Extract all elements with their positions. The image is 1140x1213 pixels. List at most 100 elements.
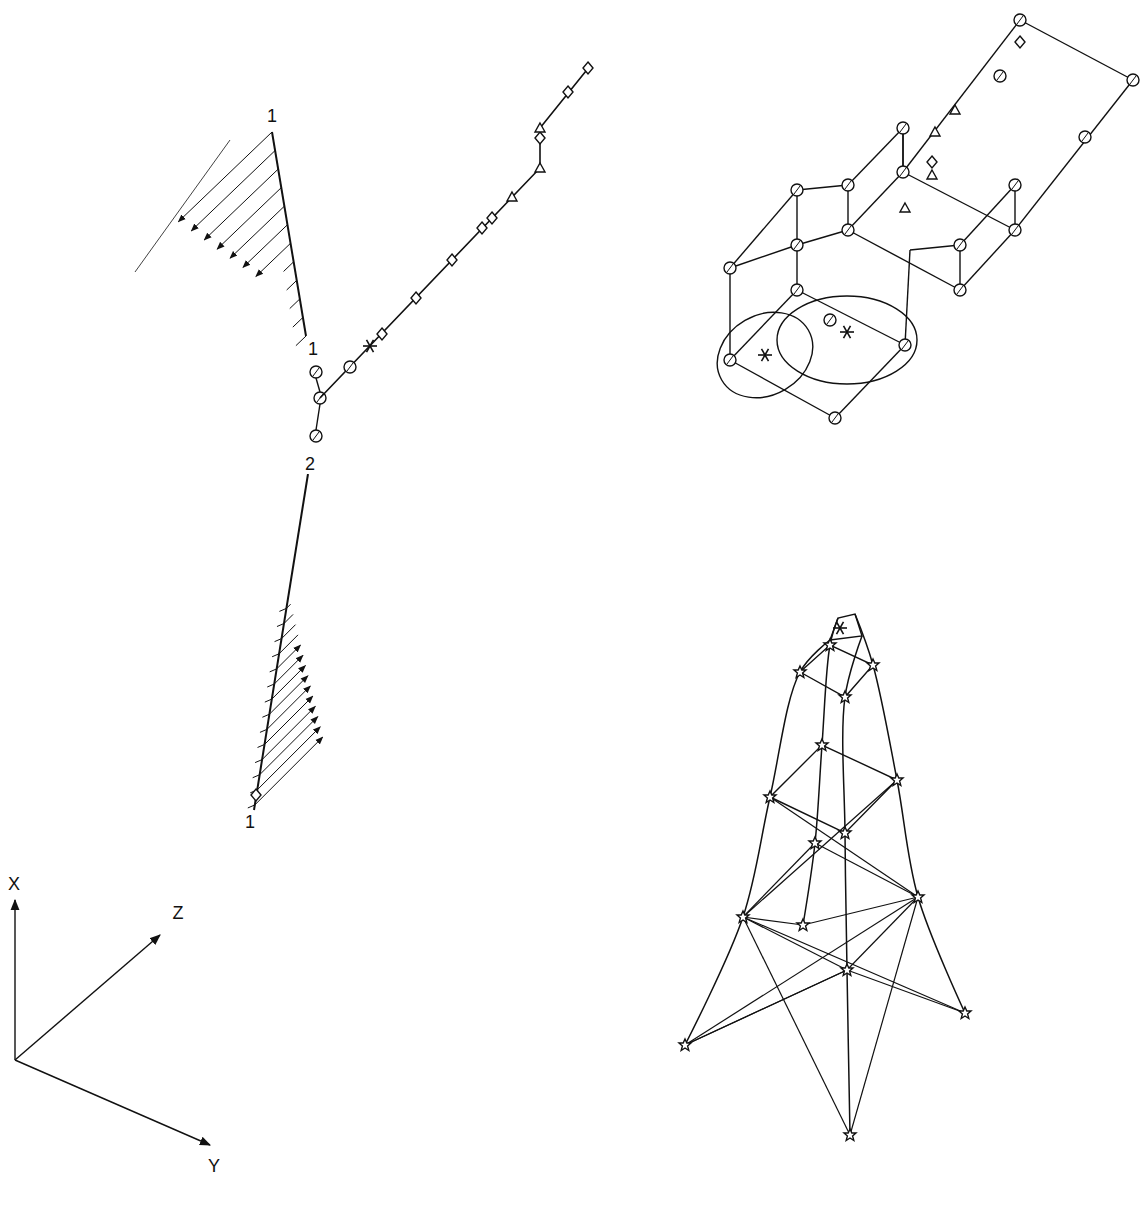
node-marker — [724, 354, 736, 366]
axis-line — [14, 900, 15, 1060]
node-marker — [959, 1007, 971, 1019]
tower-leg — [685, 640, 830, 1045]
member-line — [903, 20, 1020, 172]
node-marker — [791, 284, 803, 296]
node-marker — [411, 292, 421, 304]
frame-model — [702, 14, 1139, 424]
load-arrow — [265, 696, 313, 744]
node-marker — [251, 789, 261, 801]
node-marker — [833, 622, 847, 634]
node-marker — [954, 239, 966, 251]
node-marker — [535, 123, 545, 132]
tower-leg — [843, 636, 862, 1135]
node-marker — [764, 791, 776, 803]
node-marker — [900, 203, 910, 212]
member-line — [1020, 20, 1133, 80]
load-arrow — [286, 604, 290, 608]
node-marker — [310, 366, 322, 378]
member-line — [848, 128, 903, 185]
node-marker — [954, 284, 966, 296]
load-arrow — [269, 676, 308, 715]
member-line — [848, 230, 960, 290]
node-marker — [377, 328, 387, 340]
node-marker — [724, 262, 736, 274]
member-line — [1014, 185, 1015, 230]
member-line — [730, 290, 797, 360]
member-line — [796, 190, 797, 245]
node-marker — [1009, 224, 1021, 236]
axis-label: X — [6, 874, 22, 894]
load-arrow — [257, 727, 320, 790]
member-line — [803, 897, 918, 925]
load-arrow — [274, 655, 303, 684]
load-arrow — [243, 225, 288, 268]
member-line — [730, 245, 797, 268]
axis-label: Y — [206, 1156, 222, 1176]
member-line — [730, 360, 835, 418]
member-line — [685, 970, 847, 1045]
node-marker — [897, 122, 909, 134]
node-marker — [824, 639, 836, 651]
load-arrow — [290, 299, 300, 309]
member-line — [743, 843, 815, 917]
node-marker — [487, 212, 497, 224]
node-marker — [1014, 14, 1026, 26]
member-line — [815, 843, 918, 897]
load-arrow — [262, 706, 315, 759]
node-marker — [363, 340, 377, 352]
load-tick — [248, 805, 255, 808]
member-line — [797, 185, 848, 190]
member-line — [685, 897, 918, 1045]
node-marker — [737, 911, 749, 923]
node-marker — [447, 254, 457, 266]
load-arrow — [255, 737, 323, 805]
axis-line — [15, 935, 160, 1060]
node-marker — [679, 1039, 691, 1051]
node-marker — [994, 70, 1006, 82]
node-marker — [841, 964, 853, 976]
node-marker — [842, 224, 854, 236]
member-line — [850, 897, 918, 1135]
member-line — [1015, 80, 1133, 230]
member-line — [730, 190, 797, 268]
load-tick — [275, 639, 282, 642]
node-marker — [797, 919, 809, 931]
load-tick — [260, 729, 267, 732]
node-marker — [583, 62, 593, 74]
load-arrow — [282, 625, 296, 639]
node-marker — [535, 132, 545, 144]
tower-model — [679, 614, 971, 1141]
member-line — [770, 745, 897, 833]
member-line — [743, 780, 897, 917]
cylinder-ring — [777, 296, 917, 384]
node-marker — [930, 127, 940, 136]
load-arrow — [260, 717, 318, 775]
member-line — [960, 230, 1015, 290]
node-marker — [1009, 179, 1021, 191]
member-line — [848, 172, 903, 230]
node-marker — [758, 349, 772, 361]
node-marker — [1079, 131, 1091, 143]
node-marker — [950, 105, 960, 114]
member-line — [316, 404, 320, 430]
axis-line — [15, 1060, 210, 1145]
load-arrow — [296, 336, 306, 346]
member-line — [743, 917, 965, 1013]
member-line — [959, 245, 960, 290]
member-line — [770, 797, 918, 897]
member-line — [685, 970, 847, 1045]
tower-leg — [803, 618, 838, 925]
axis-label: Z — [171, 903, 186, 923]
load-arrow — [284, 262, 294, 272]
member-line — [729, 268, 730, 360]
load-arrow — [178, 132, 272, 222]
node-marker — [507, 192, 517, 201]
node-number: 2 — [303, 454, 317, 474]
node-marker — [839, 691, 851, 703]
load-arrow — [284, 614, 293, 623]
load-arrow — [267, 686, 310, 729]
node-marker — [899, 339, 911, 351]
node-marker — [816, 739, 828, 751]
load-arrow — [191, 151, 275, 231]
